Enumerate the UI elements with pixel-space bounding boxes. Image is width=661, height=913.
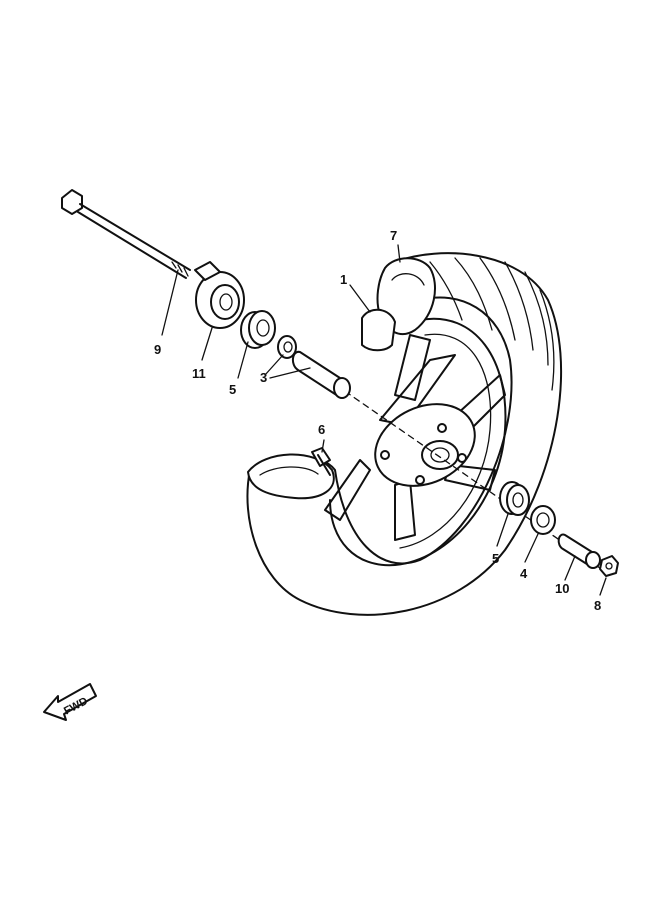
callout-10: 10 bbox=[555, 581, 569, 596]
callout-5-right: 5 bbox=[492, 551, 499, 566]
part-8-nut bbox=[599, 555, 619, 577]
callout-7: 7 bbox=[390, 228, 397, 243]
callout-8: 8 bbox=[594, 598, 601, 613]
callout-6: 6 bbox=[318, 422, 325, 437]
callout-1: 1 bbox=[340, 272, 347, 287]
part-6-clip bbox=[311, 447, 331, 476]
fwd-arrow-icon: FWD bbox=[43, 683, 97, 721]
callout-11: 11 bbox=[192, 366, 206, 381]
part-10-collar bbox=[557, 533, 601, 569]
callout-9: 9 bbox=[154, 342, 161, 357]
part-5-bearing-right bbox=[499, 481, 530, 516]
part-11-gear-housing bbox=[194, 261, 245, 329]
part-4-oil-seal bbox=[530, 505, 556, 535]
wheel-tire bbox=[246, 252, 562, 616]
wheel-hub bbox=[374, 403, 476, 487]
leader-lines bbox=[161, 244, 607, 596]
callout-3: 3 bbox=[260, 370, 267, 385]
callout-5-left: 5 bbox=[229, 382, 236, 397]
part-1-brake bbox=[361, 308, 396, 352]
part-3-spacer bbox=[292, 350, 351, 399]
tire-section-bottom bbox=[247, 453, 335, 500]
part-5-bearing-left bbox=[240, 310, 276, 349]
part-3-oil-seal bbox=[277, 335, 297, 359]
callout-4: 4 bbox=[520, 566, 528, 581]
part-9-axle bbox=[61, 189, 191, 279]
callouts: 7 1 9 11 5 3 6 5 4 10 8 bbox=[154, 228, 601, 613]
